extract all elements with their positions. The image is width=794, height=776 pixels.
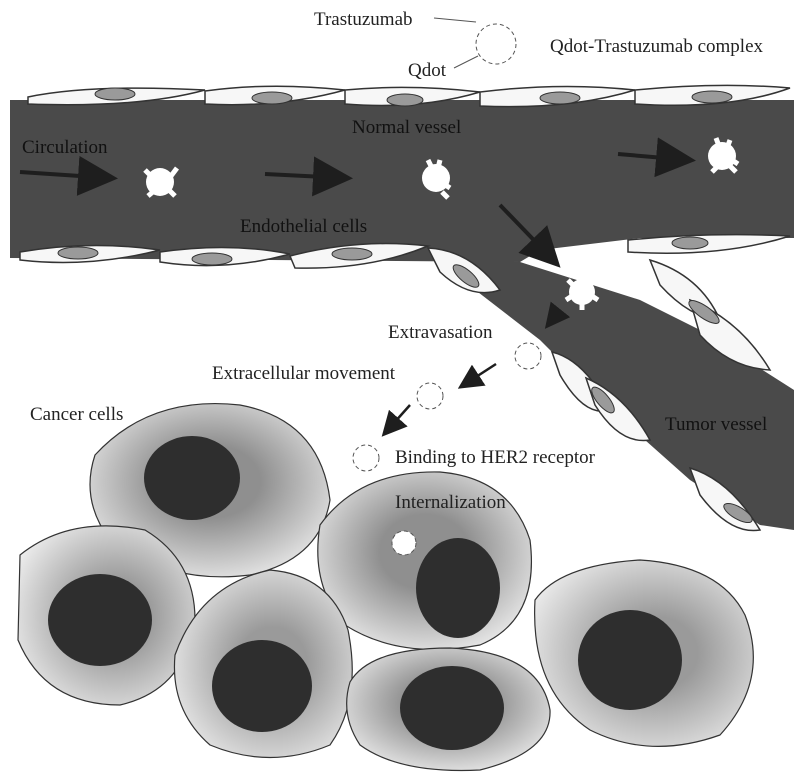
label-internalization: Internalization	[395, 492, 506, 513]
qdot-binding	[353, 445, 379, 471]
label-cancer-cells: Cancer cells	[30, 404, 123, 425]
label-trastuzumab: Trastuzumab	[314, 9, 413, 30]
cancer-cell-5	[347, 648, 550, 770]
qdot-complex-1	[145, 168, 177, 196]
cancer-cell-4	[174, 570, 352, 758]
label-endothelial-cells: Endothelial cells	[240, 216, 367, 237]
legend-qdot-line	[454, 56, 478, 68]
label-qdot: Qdot	[408, 60, 447, 81]
label-extravasation: Extravasation	[388, 322, 493, 343]
cancer-cell-6	[535, 560, 754, 746]
label-extracellular-movement: Extracellular movement	[212, 363, 396, 384]
qdot-internalized	[392, 531, 416, 555]
label-binding: Binding to HER2 receptor	[395, 447, 596, 468]
label-complex: Qdot-Trastuzumab complex	[550, 36, 764, 57]
legend-qdot-circle	[476, 24, 516, 64]
label-tumor-vessel: Tumor vessel	[665, 414, 767, 435]
qdot-extracellular	[417, 383, 443, 409]
qdot-extravasation	[515, 343, 541, 369]
legend-trastuzumab-line	[434, 18, 476, 22]
label-normal-vessel: Normal vessel	[352, 117, 461, 138]
cancer-cell-2	[18, 526, 195, 705]
label-circulation: Circulation	[22, 137, 108, 158]
